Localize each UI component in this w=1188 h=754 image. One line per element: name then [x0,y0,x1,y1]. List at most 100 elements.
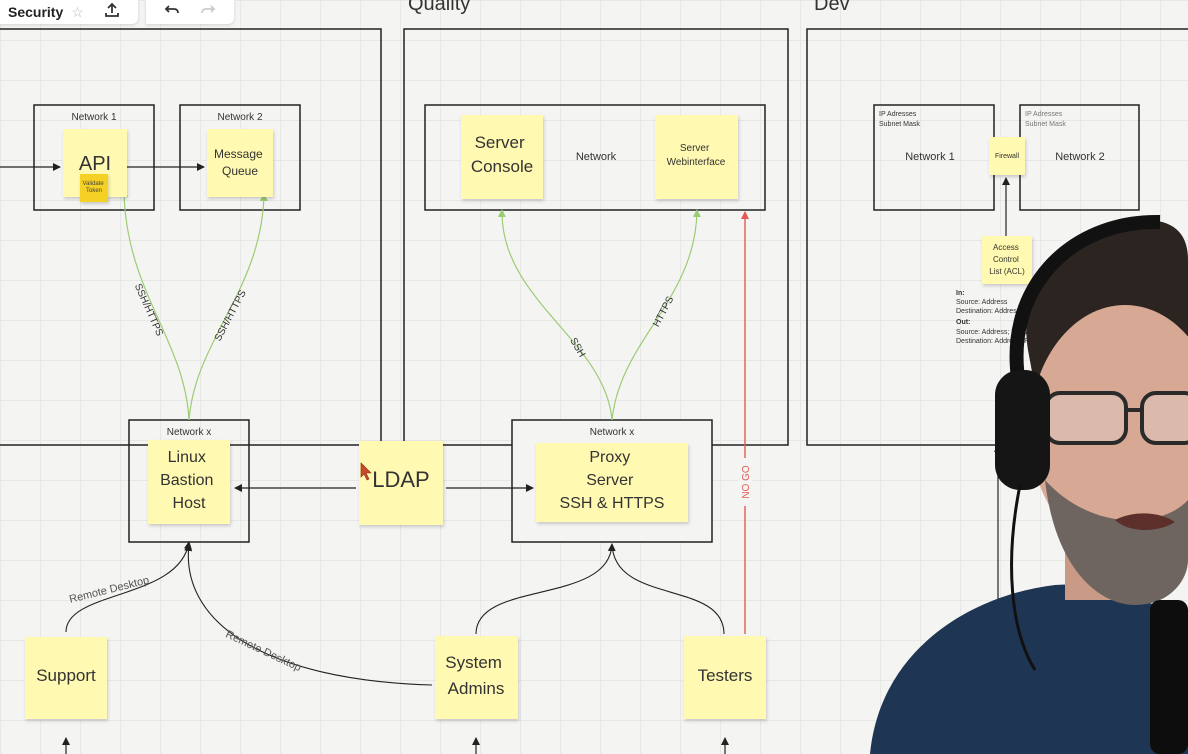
connector-support-remote-desktop[interactable] [65,541,192,633]
network-label-2: Network 2 [217,112,262,123]
network-label-dev-1: Network 1 [905,151,955,163]
top-toolbar: Security ☆ [0,0,234,24]
connector-sysadmins-proxy[interactable] [475,543,616,635]
network-box-2[interactable] [179,104,301,211]
sticky-ldap-bg [359,441,443,525]
sticky-system-admins-text: System Admins [445,653,506,698]
sticky-support[interactable]: Support [25,637,107,719]
sticky-line: Host [173,495,206,512]
network-box-quality[interactable] [424,104,766,211]
connector-testers-proxy[interactable] [611,543,725,635]
sticky-system-admins[interactable]: System Admins [435,636,518,719]
acl-note-line: Destination: Address; P [956,338,1029,345]
acl-note-line: Source: Address; Netw [956,329,1028,336]
sticky-ldap[interactable]: LDAP [359,441,443,525]
sticky-firewall-text: Firewall [995,153,1020,160]
sticky-message-queue[interactable]: Message Queue [207,129,273,197]
connector-label-ssh-https-1: SSH/HTTPS [132,282,165,338]
sticky-testers[interactable]: Testers [684,636,766,719]
network-ip-label-dev-1: IP Adresses Subnet Mask [879,111,920,128]
connector-label-remote-desktop-1: Remote Desktop [68,574,150,605]
sticky-line: Admins [448,679,505,698]
ip-addresses-text: IP Adresses [879,111,917,118]
sticky-server-webinterface[interactable]: Server Webinterface [655,115,738,199]
connector-ssh-https-1[interactable] [120,189,190,421]
sticky-line: Console [471,157,533,176]
sticky-system-admins-bg [435,636,518,719]
sticky-line: Bastion [160,472,213,489]
presenter-shoulders [870,584,1188,754]
sticky-line: SSH & HTTPS [560,495,665,512]
headphones-mic-boom [1010,484,1037,671]
presenter-mouth [1115,513,1175,530]
acl-note-line: Source: Address [956,299,1008,306]
sticky-support-bg [25,637,107,719]
network-box-1[interactable] [33,104,155,211]
sticky-line: Proxy [589,449,630,466]
sticky-line: Firewall [995,153,1020,160]
undo-icon[interactable] [154,3,190,22]
network-label-proxy: Network x [590,427,634,438]
sticky-line: Access [993,243,1019,252]
undo-icon-glyph [164,4,179,13]
acl-note-line: In: [956,290,965,297]
network-label-quality: Network [576,151,617,163]
sticky-firewall[interactable]: Firewall [989,137,1025,175]
connector-label-no-go: NO GO [741,465,752,499]
sticky-api[interactable]: API [63,129,127,197]
redo-icon[interactable] [190,3,226,22]
presenter-webcam [870,214,1188,754]
sticky-line: Support [36,666,96,685]
connector-https[interactable] [611,209,701,421]
connector-sysadmins-remote-desktop[interactable] [184,543,433,686]
sticky-line: Queue [222,164,258,178]
sticky-line: List (ACL) [989,267,1025,276]
sticky-acl[interactable]: Access Control List (ACL) [982,236,1032,284]
sticky-validate-token[interactable]: Validate Token [80,174,108,202]
sticky-line: Validate [83,181,105,187]
headphones-earcup [995,370,1050,490]
ip-addresses-text: IP Adresses [1025,111,1063,118]
upload-icon-glyph [104,2,119,17]
sticky-server-console-bg [461,115,543,199]
upload-icon[interactable] [94,2,130,23]
microphone [1150,600,1188,754]
sticky-line: Webinterface [667,157,726,168]
sticky-linux-bastion-host-bg [148,440,230,524]
subnet-mask-text: Subnet Mask [1025,121,1066,128]
sticky-validate-token-text: Validate Token [83,181,106,194]
sticky-server-console[interactable]: Server Console [461,115,543,199]
headphones-band [1009,214,1161,392]
board-title[interactable]: Security [8,4,64,20]
sticky-line: Token [86,188,102,194]
star-icon[interactable]: ☆ [71,3,84,20]
env-label-dev: Dev [814,0,850,15]
board-title-group: Security ☆ [0,0,138,24]
redo-icon-glyph [200,4,216,13]
sticky-line: Control [993,255,1019,264]
sticky-firewall-bg [989,137,1025,175]
presenter-glasses-lens [1044,391,1128,445]
sticky-testers-text: Testers [698,666,753,685]
sticky-line: Message [214,147,263,161]
sticky-line: API [79,153,111,175]
cursor-icon [360,462,372,481]
sticky-message-queue-bg [207,129,273,197]
connector-ssh-https-2[interactable] [188,193,268,421]
network-label-1: Network 1 [71,112,116,123]
no-go-label-bg [738,458,752,506]
sticky-ldap-text: LDAP [372,467,429,492]
sticky-server-webinterface-text: Server Webinterface [667,143,726,168]
sticky-proxy-server[interactable]: Proxy Server SSH & HTTPS [536,443,688,522]
subnet-mask-text: Subnet Mask [879,121,920,128]
env-frame-quality[interactable] [403,28,789,446]
acl-note-line: Destination: Address; N [956,308,1029,315]
connector-ssh[interactable] [497,209,613,421]
env-frame-left[interactable] [0,28,382,446]
acl-notes: In: Source: Address Destination: Address… [956,290,1031,345]
presenter-face [1030,305,1188,555]
sticky-linux-bastion-host[interactable]: Linux Bastion Host [148,440,230,524]
sticky-server-webinterface-bg [655,115,738,199]
sticky-api-text: API [79,153,111,175]
